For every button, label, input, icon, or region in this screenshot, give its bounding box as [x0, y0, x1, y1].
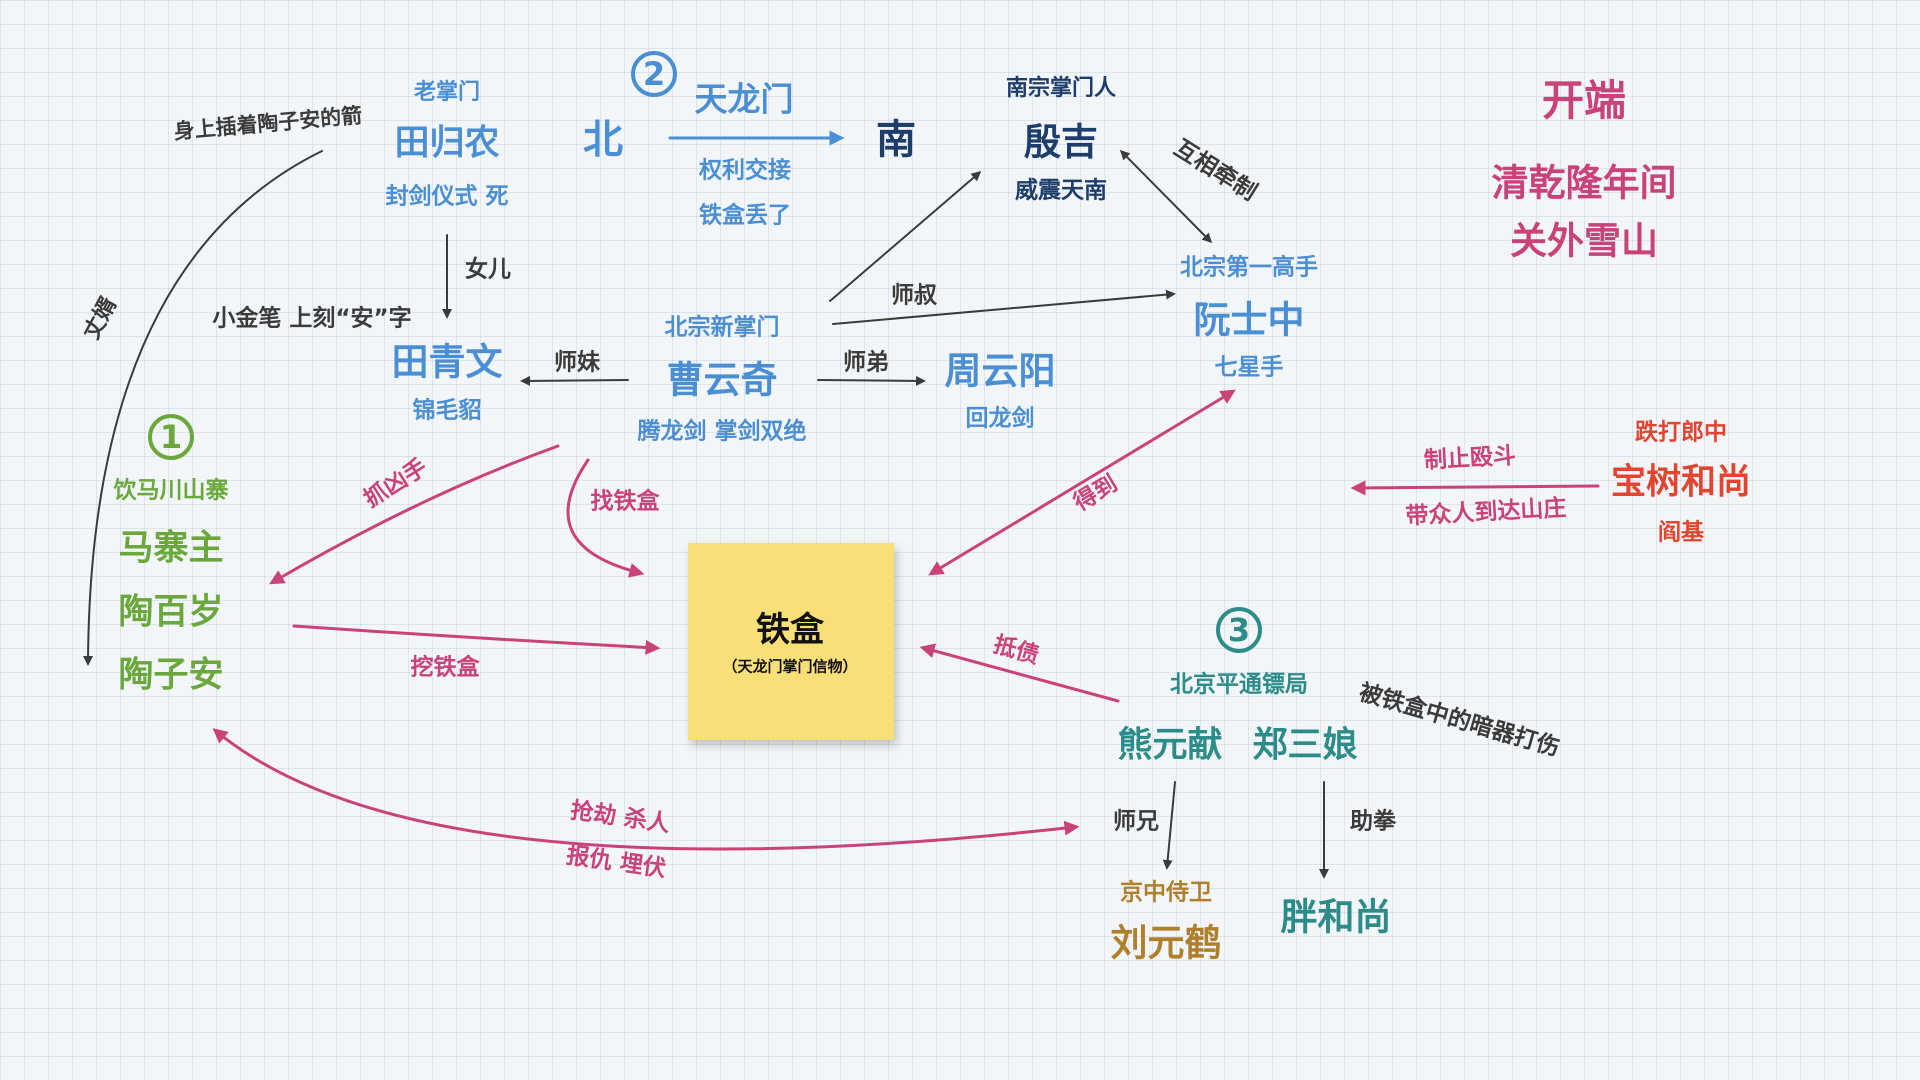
iron-box-title: 铁盒	[756, 610, 824, 650]
iron-box-subtitle: （天龙门掌门信物）	[722, 657, 858, 676]
south-branch: 南	[876, 117, 916, 163]
group-marker-3: 3	[1216, 607, 1262, 653]
monk-role: 跌打郎中	[1635, 419, 1727, 446]
arrow-hunt-killer	[269, 444, 560, 585]
arrow-junior-sister	[520, 375, 629, 386]
xiong-yuanxian-name: 熊元献	[1117, 725, 1223, 766]
arrow-junior-brother	[817, 375, 926, 386]
ruan-shizhong-role: 北宗第一高手	[1180, 254, 1318, 281]
arrow-pledge	[919, 643, 1120, 703]
mazhai-role: 马寨主	[118, 528, 224, 569]
mazhai-place: 饮马川山寨	[113, 477, 229, 504]
tao-zian-name: 陶子安	[118, 655, 224, 696]
group-marker-2: 2	[631, 51, 677, 97]
arrow-son-in-law	[83, 150, 323, 666]
arrow-find-box	[566, 458, 645, 578]
tian-guinong-note: 封剑仪式 死	[385, 183, 509, 210]
label-junior-brother: 师弟	[843, 349, 889, 376]
liu-yuanhe-role: 京中侍卫	[1120, 879, 1212, 906]
cao-yunqi-name: 曹云奇	[666, 358, 778, 402]
header-title: 开端	[1541, 76, 1627, 125]
power-handover: 权利交接	[699, 157, 791, 184]
ruan-shizhong-name: 阮士中	[1193, 298, 1305, 342]
arrow-yinji-ruan	[1119, 149, 1213, 244]
tianlong-sect: 天龙门	[694, 79, 794, 119]
tao-baisui-name: 陶百岁	[118, 592, 224, 633]
north-branch: 北	[583, 117, 623, 163]
yin-ji-note: 威震天南	[1015, 177, 1107, 204]
label-dig-box: 挖铁盒	[410, 654, 480, 681]
arrow-uncle	[832, 289, 1176, 325]
arrow-got-it	[928, 389, 1236, 576]
arrow-robbery-revenge	[212, 728, 1080, 851]
fat-monk-name: 胖和尚	[1280, 895, 1392, 939]
zheng-sanniang-name: 郑三娘	[1252, 725, 1358, 766]
label-junior-sister: 师妹	[554, 349, 600, 376]
monk-name: 宝树和尚	[1610, 462, 1752, 503]
label-golden-pen: 小金笔 上刻“安”字	[212, 305, 412, 332]
monk-note: 阎基	[1658, 519, 1704, 546]
cao-yunqi-note: 腾龙剑 掌剑双绝	[637, 418, 807, 445]
escort-place: 北京平通镖局	[1170, 671, 1308, 698]
label-helper: 助拳	[1350, 808, 1396, 835]
arrow-cao-to-yinji	[829, 171, 982, 302]
yin-ji-name: 殷吉	[1024, 120, 1098, 164]
zhou-yunyang-note: 回龙剑	[965, 405, 1035, 432]
yin-ji-role: 南宗掌门人	[1005, 76, 1117, 101]
arrow-senior-brother	[1162, 781, 1176, 870]
zhou-yunyang-name: 周云阳	[944, 349, 1056, 393]
tian-qingwen-note: 锦毛貂	[412, 397, 482, 424]
label-stop-fight: 制止殴斗	[1423, 443, 1517, 474]
header-era: 清乾隆年间	[1491, 161, 1677, 205]
label-find-box: 找铁盒	[590, 488, 660, 515]
tian-guinong-name: 田归农	[394, 123, 500, 164]
cao-yunqi-role: 北宗新掌门	[664, 314, 780, 341]
arrow-dig-box	[292, 624, 661, 655]
ruan-shizhong-note: 七星手	[1214, 354, 1284, 381]
iron-box-note	[688, 543, 894, 740]
tian-qingwen-name: 田青文	[391, 340, 503, 384]
label-uncle: 师叔	[891, 282, 937, 309]
label-daughter: 女儿	[465, 256, 511, 283]
box-lost: 铁盒丢了	[699, 202, 791, 229]
label-senior-brother: 师兄	[1113, 808, 1159, 835]
tian-guinong-role: 老掌门	[413, 80, 481, 105]
header-place: 关外雪山	[1510, 219, 1658, 263]
liu-yuanhe-name: 刘元鹤	[1110, 921, 1222, 965]
arrow-stop-fight	[1350, 480, 1600, 496]
group-marker-1: 1	[148, 414, 194, 460]
